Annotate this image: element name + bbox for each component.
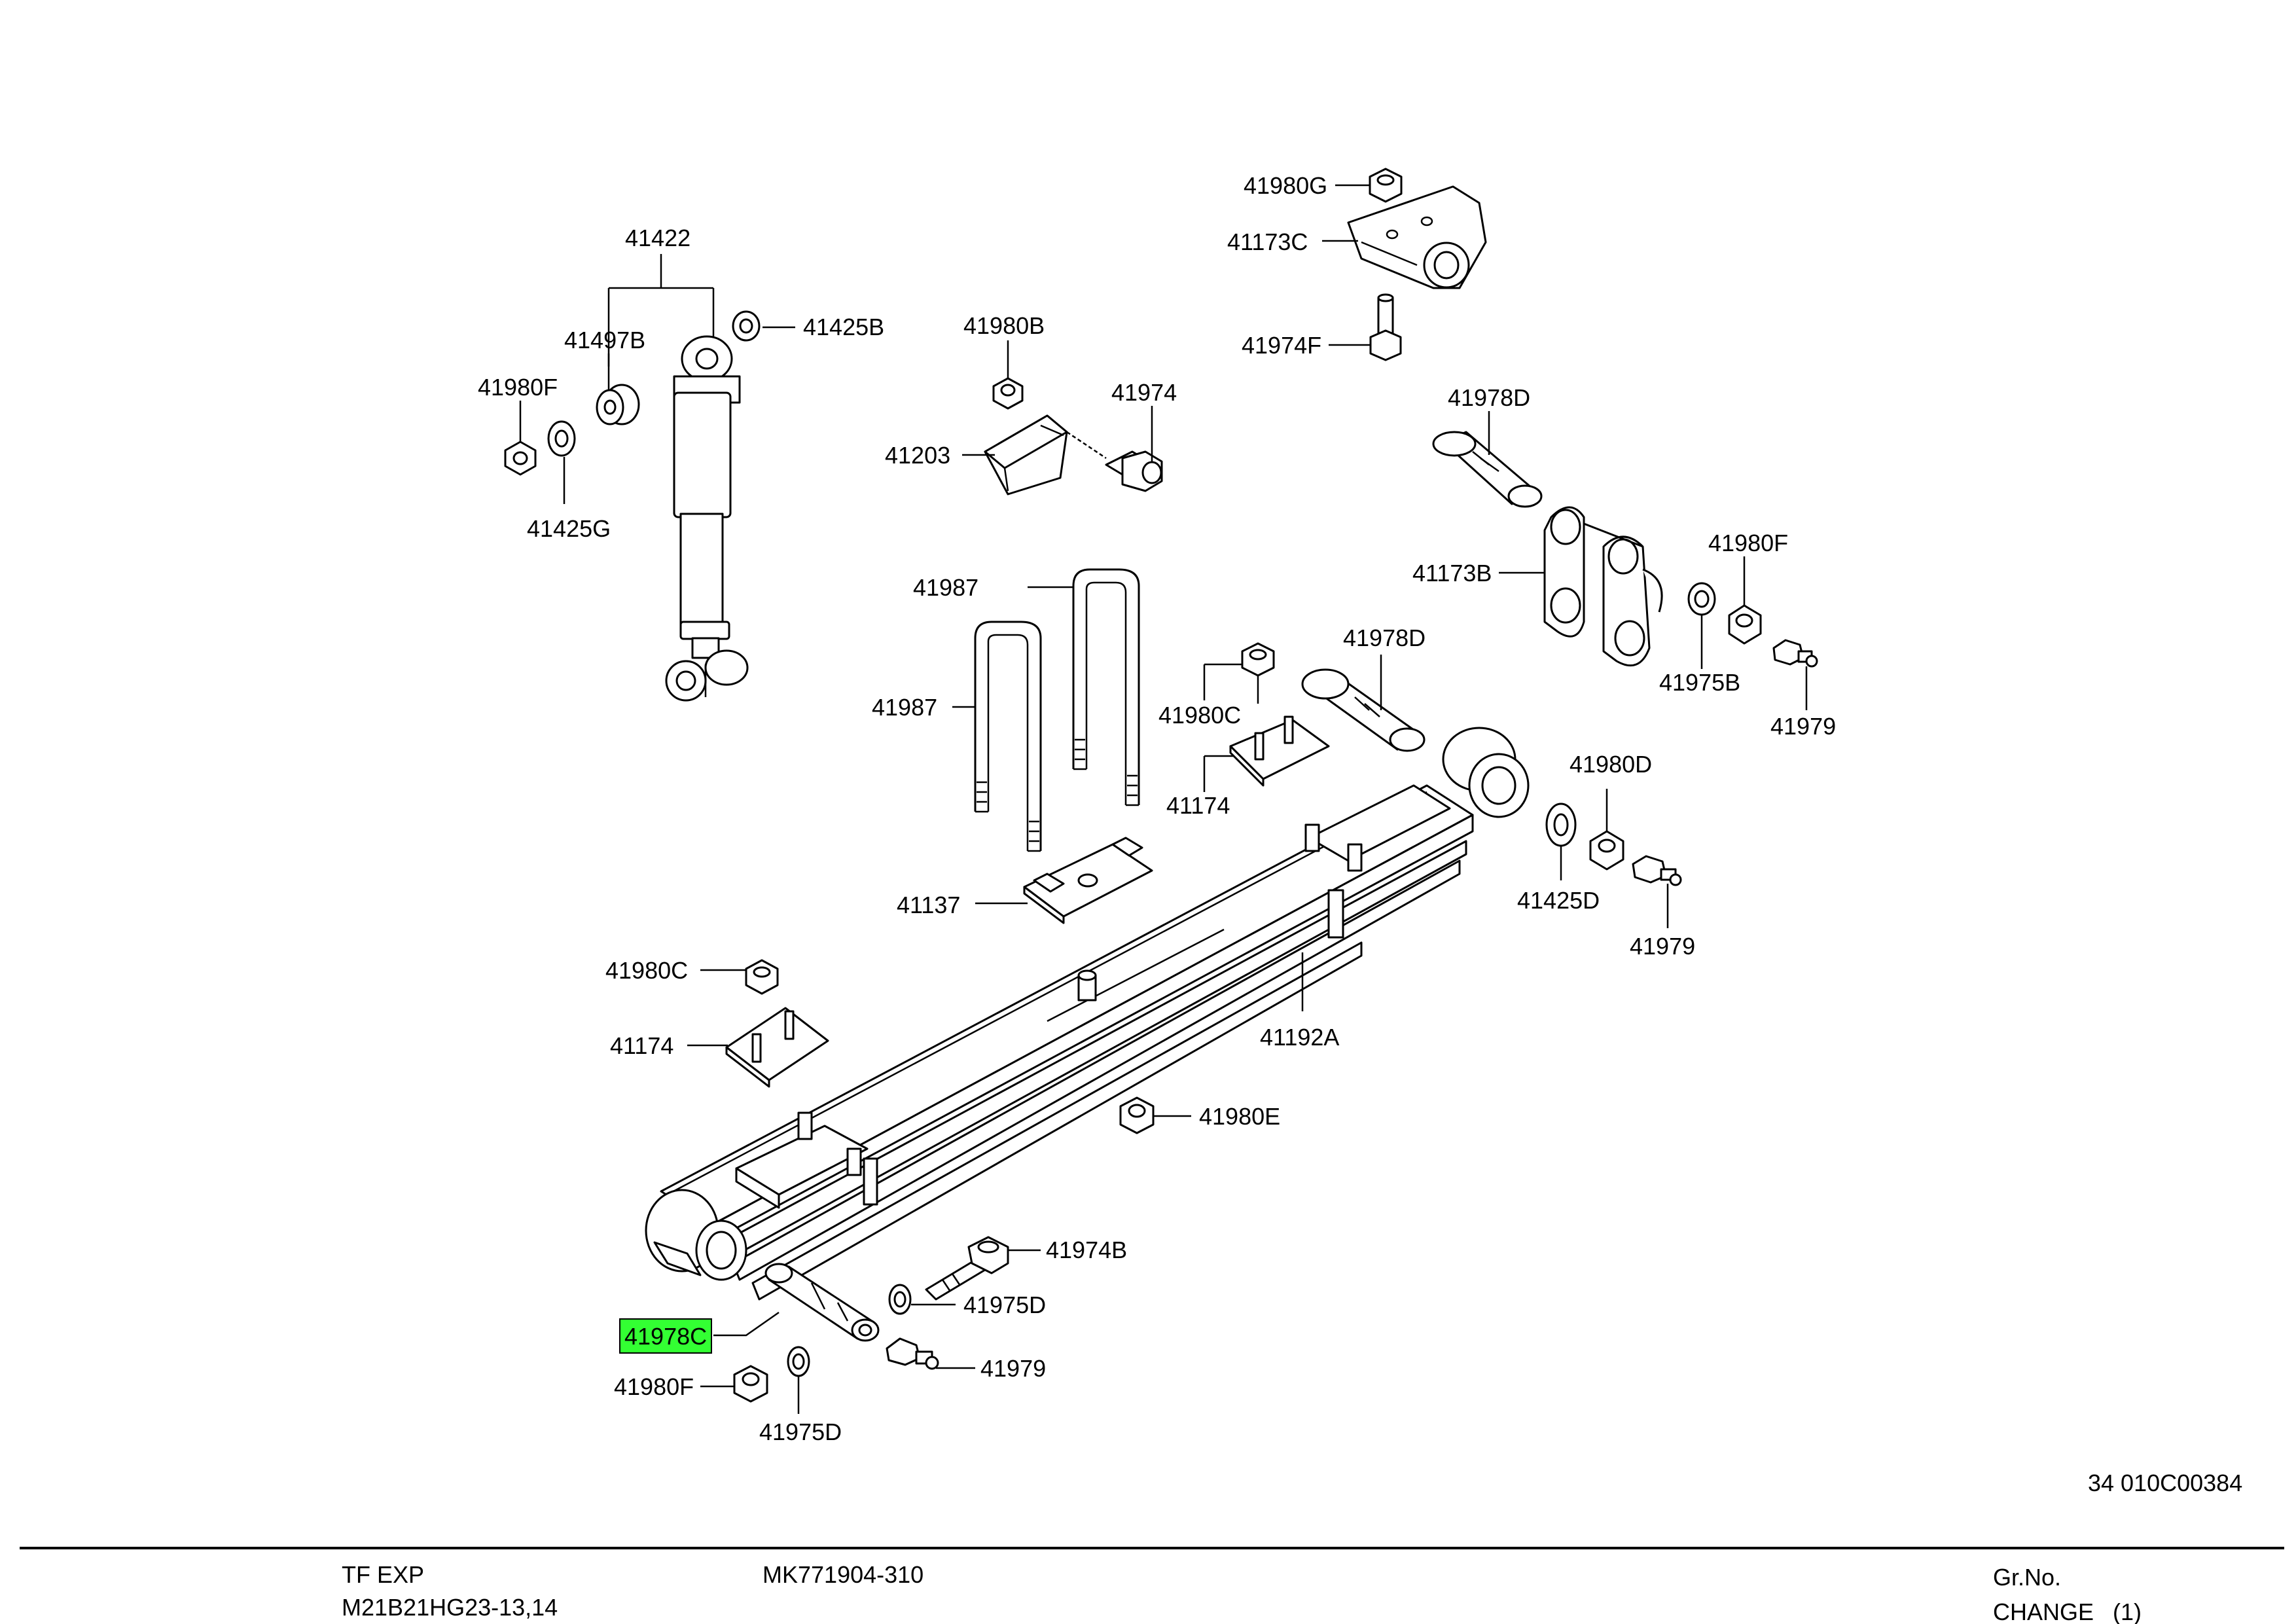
shock-absorber-41422 (665, 335, 749, 702)
callout-41980G[interactable]: 41980G (1244, 172, 1327, 199)
shackle-pin-41978D-upper (1432, 431, 1543, 508)
washer-41425G (547, 420, 576, 457)
grease-nipple-41979-middle (1632, 855, 1682, 886)
footer-part-number: MK771904-310 (762, 1561, 924, 1588)
callout-41425D[interactable]: 41425D (1517, 887, 1600, 914)
callout-41979[interactable]: 41979 (1630, 933, 1695, 960)
grease-nipple-41979-upper (1772, 639, 1818, 668)
u-bolt-41987-rear (1072, 568, 1140, 806)
nut-41980B (992, 377, 1024, 410)
figure-id: 34 010C00384 (2088, 1470, 2242, 1496)
bolt-41974B (925, 1236, 1009, 1301)
callout-41974[interactable]: 41974 (1111, 379, 1177, 406)
callout-41975D[interactable]: 41975D (963, 1291, 1046, 1318)
callout-labels: 41422 41497B 41425B 41980F 41425G 41980B… (478, 172, 1836, 1445)
nut-41980F-shackle (1728, 604, 1762, 645)
callout-41425B[interactable]: 41425B (803, 314, 884, 340)
nut-41980F-shock (504, 441, 537, 476)
callout-41975B[interactable]: 41975B (1659, 669, 1740, 696)
bump-stopper-41203 (984, 414, 1068, 496)
callout-41987[interactable]: 41987 (872, 694, 937, 721)
washer-41425B (732, 310, 761, 342)
callout-41203[interactable]: 41203 (885, 442, 950, 469)
callout-41980F[interactable]: 41980F (614, 1373, 694, 1400)
nut-41980E (1119, 1096, 1155, 1134)
callout-41980F[interactable]: 41980F (478, 374, 558, 401)
callout-41987[interactable]: 41987 (913, 574, 978, 601)
callout-41192A[interactable]: 41192A (1260, 1024, 1339, 1051)
bushing-41497B (596, 384, 640, 425)
footer-change-label: CHANGE (1993, 1598, 2094, 1624)
callout-41980D[interactable]: 41980D (1570, 751, 1652, 778)
washer-41975B (1687, 582, 1716, 616)
u-bolt-seat-41137 (1023, 837, 1153, 924)
bolt-41974F (1369, 293, 1402, 361)
callout-41974F[interactable]: 41974F (1242, 332, 1321, 359)
hanger-41173C (1347, 185, 1487, 289)
bolt-41974 (1066, 431, 1163, 492)
leader-lines (519, 184, 1808, 1414)
callout-41425G[interactable]: 41425G (527, 515, 611, 542)
callout-41978D[interactable]: 41978D (1448, 384, 1530, 411)
callout-41974B[interactable]: 41974B (1046, 1236, 1127, 1263)
callout-41173C[interactable]: 41173C (1227, 228, 1308, 255)
callout-41980F[interactable]: 41980F (1708, 530, 1788, 556)
nut-41980C-front (745, 959, 779, 995)
callout-41975D[interactable]: 41975D (759, 1418, 842, 1445)
leaf-spring-41192A (645, 727, 1530, 1301)
callout-41174[interactable]: 41174 (1166, 792, 1230, 819)
footer-change-value: (1) (2113, 1598, 2142, 1624)
pad-41174-rear (1229, 715, 1330, 787)
grease-nipple-41979-lower (886, 1337, 939, 1370)
callout-41980B[interactable]: 41980B (963, 312, 1045, 339)
nut-41980G (1369, 168, 1403, 203)
spring-pin-41978C (764, 1263, 880, 1342)
pad-41174-front (725, 1007, 829, 1088)
callout-41978C[interactable]: 41978C (624, 1323, 707, 1350)
callout-41497B[interactable]: 41497B (564, 327, 645, 353)
callout-41978D[interactable]: 41978D (1343, 624, 1426, 651)
shackle-41173B (1543, 506, 1663, 667)
washer-41975D-lower (787, 1346, 810, 1377)
washer-41425D (1545, 803, 1577, 847)
footer-group-label: Gr.No. (1993, 1564, 2061, 1591)
u-bolt-41987-front (974, 621, 1042, 852)
callout-41173B[interactable]: 41173B (1412, 560, 1492, 586)
callout-41979[interactable]: 41979 (980, 1355, 1046, 1382)
callout-41980C[interactable]: 41980C (605, 957, 688, 984)
footer-model-code: M21B21HG23-13,14 (342, 1594, 558, 1621)
washer-41975D-upper (888, 1284, 912, 1315)
callout-41137[interactable]: 41137 (897, 892, 960, 918)
nut-41980C-rear (1241, 642, 1275, 677)
shackle-pin-41978D-lower (1301, 668, 1426, 752)
footer-model: TF EXP (342, 1561, 424, 1588)
callout-41174[interactable]: 41174 (610, 1032, 673, 1059)
callout-41980E[interactable]: 41980E (1199, 1103, 1280, 1130)
nut-41980D (1589, 830, 1624, 871)
callout-41979[interactable]: 41979 (1770, 713, 1836, 740)
callout-41980C[interactable]: 41980C (1158, 702, 1241, 729)
callout-41422[interactable]: 41422 (625, 225, 691, 251)
callout-41978C-highlight (619, 1318, 712, 1354)
nut-41980F-front (733, 1365, 768, 1403)
